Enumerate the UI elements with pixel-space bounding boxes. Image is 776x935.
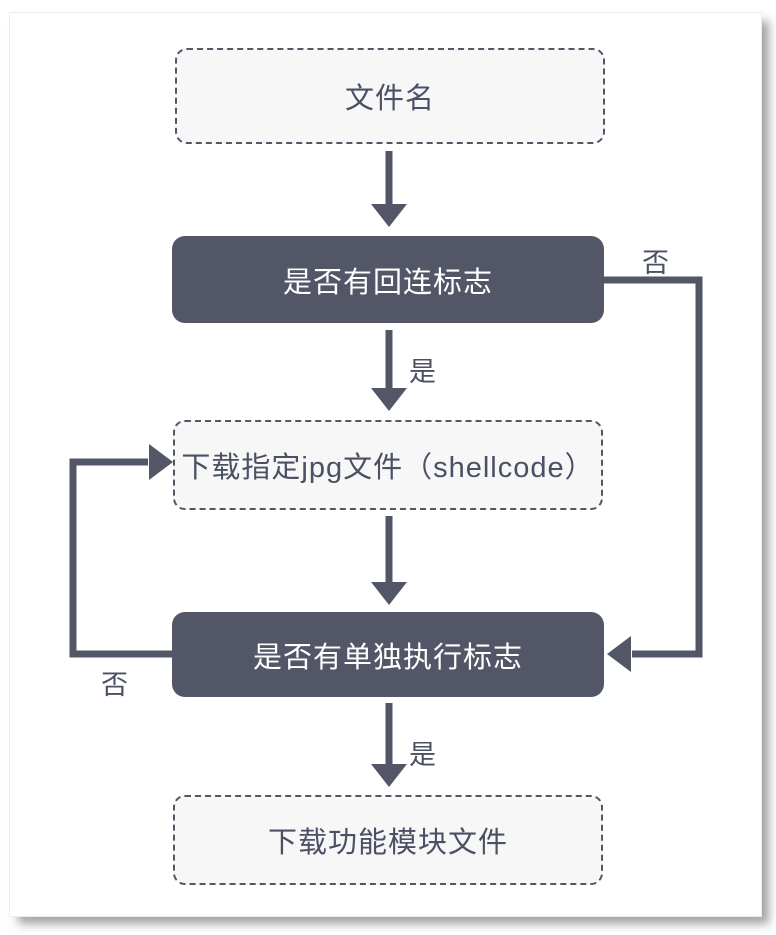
edge-label-yes-1: 是 [409, 357, 436, 387]
node-check-exec-flag: 是否有单独执行标志 [172, 612, 604, 697]
arrowhead-right-1 [149, 444, 173, 480]
arrowhead-down-4 [371, 764, 407, 787]
arrowhead-down-3 [371, 582, 407, 605]
edge-label-no-2: 否 [101, 670, 128, 700]
edge-label-no-1: 否 [642, 248, 669, 278]
arrowhead-left-1 [607, 636, 631, 672]
arrowhead-down-1 [371, 204, 407, 227]
node-download-jpg: 下载指定jpg文件（shellcode） [173, 420, 603, 510]
arrowhead-down-2 [371, 388, 407, 411]
edge-exec-no-loop [69, 458, 172, 658]
edge-callback-no [604, 276, 703, 658]
node-check-callback: 是否有回连标志 [172, 236, 604, 323]
node-filename: 文件名 [175, 48, 605, 144]
node-download-module: 下载功能模块文件 [173, 795, 603, 885]
edge-label-yes-2: 是 [409, 740, 436, 770]
